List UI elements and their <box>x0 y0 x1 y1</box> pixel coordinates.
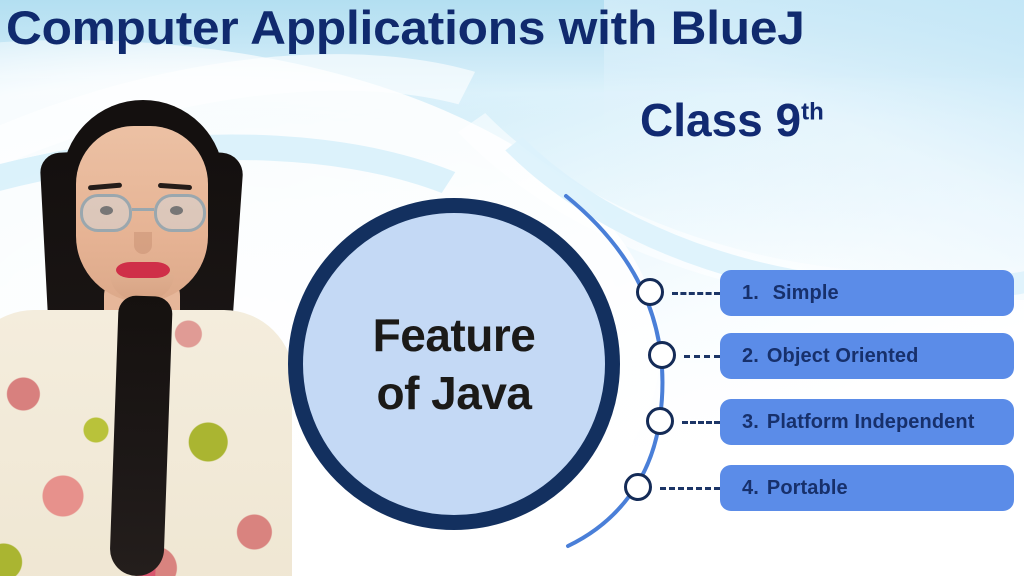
feature-label-3: Platform Independent <box>766 410 975 433</box>
class-label: Class 9th <box>640 92 824 148</box>
node-1[interactable] <box>636 278 664 306</box>
feature-number-4: 4. <box>742 476 759 499</box>
feature-item-4[interactable]: 4. Portable <box>720 465 1014 511</box>
node-3[interactable] <box>646 407 674 435</box>
page-title: Computer Applications with BlueJ <box>6 1 805 54</box>
feature-label-4: Portable <box>766 476 848 499</box>
class-label-text: Class 9 <box>640 94 802 146</box>
feature-label-1: Simple <box>772 281 839 304</box>
node-2[interactable] <box>648 341 676 369</box>
class-label-superscript: th <box>801 98 824 126</box>
hub-label: Feature of Java <box>288 198 620 530</box>
connector-2 <box>684 355 720 358</box>
feature-item-3[interactable]: 3. Platform Independent <box>720 399 1014 445</box>
connector-3 <box>682 421 720 424</box>
node-4[interactable] <box>624 473 652 501</box>
feature-number-3: 3. <box>742 410 759 433</box>
hub-line-2: of Java <box>376 367 532 419</box>
connector-1 <box>672 292 720 295</box>
glasses-lens-left <box>80 194 132 232</box>
feature-item-2[interactable]: 2. Object Oriented <box>720 333 1014 379</box>
connector-4 <box>660 487 720 490</box>
presenter-photo <box>0 74 292 576</box>
feature-number-1: 1. <box>742 281 759 304</box>
feature-label-2: Object Oriented <box>766 344 919 367</box>
feature-item-1[interactable]: 1. Simple <box>720 270 1014 316</box>
presenter-eye-right <box>170 206 183 215</box>
presenter-nose <box>134 232 152 254</box>
presenter-eye-left <box>100 206 113 215</box>
hub-line-1: Feature <box>372 309 536 361</box>
feature-number-2: 2. <box>742 344 759 367</box>
presenter-lips <box>116 262 170 278</box>
background-right-wash <box>604 0 1024 300</box>
glasses-lens-right <box>154 194 206 232</box>
glasses-bridge <box>132 208 154 211</box>
glasses-icon <box>80 194 206 232</box>
